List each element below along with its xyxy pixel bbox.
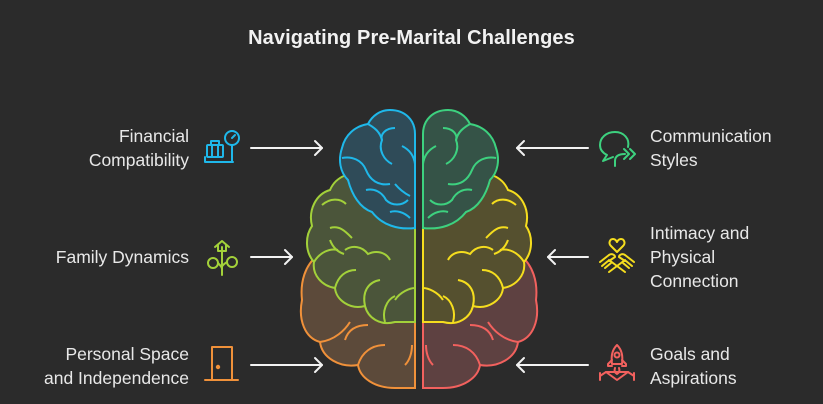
arrow-family bbox=[250, 249, 293, 265]
label-line: Connection bbox=[650, 271, 739, 291]
label-line: Family Dynamics bbox=[55, 247, 189, 267]
arrow-intimacy bbox=[547, 249, 589, 265]
door-icon bbox=[204, 346, 239, 381]
arrow-goals bbox=[516, 357, 589, 373]
label-line: Compatibility bbox=[88, 150, 189, 170]
label-line: Communication bbox=[650, 126, 772, 146]
label-line: Goals and bbox=[650, 344, 730, 364]
label-line: Intimacy and bbox=[650, 223, 750, 243]
label-communication-styles: Communication Styles bbox=[650, 124, 772, 172]
arrow-communication bbox=[516, 140, 589, 156]
diagram-title: Navigating Pre-Marital Challenges bbox=[248, 27, 575, 49]
label-goals-aspirations: Goals and Aspirations bbox=[650, 342, 737, 390]
label-line: Personal Space bbox=[65, 344, 189, 364]
label-line: Financial bbox=[118, 126, 189, 146]
heart-hands-icon bbox=[599, 238, 635, 273]
brain-region-communication bbox=[422, 108, 499, 230]
arrow-personal-space bbox=[250, 357, 323, 373]
arrows bbox=[250, 140, 589, 373]
luggage-scale-icon bbox=[204, 130, 240, 163]
label-personal-space: Personal Space and Independence bbox=[44, 342, 189, 390]
brain-region-financial bbox=[339, 108, 416, 230]
label-line: and Independence bbox=[44, 368, 189, 388]
label-family-dynamics: Family Dynamics bbox=[56, 245, 189, 269]
arrow-financial bbox=[250, 140, 323, 156]
label-intimacy-physical-connection: Intimacy and Physical Connection bbox=[650, 221, 749, 293]
label-line: Aspirations bbox=[650, 368, 737, 388]
family-tree-house-icon bbox=[207, 240, 238, 276]
label-line: Styles bbox=[650, 150, 698, 170]
rocket-launch-icon bbox=[599, 344, 635, 381]
label-line: Physical bbox=[650, 247, 716, 267]
speech-bubble-arrows-icon bbox=[599, 131, 636, 167]
label-financial-compatibility: Financial Compatibility bbox=[89, 124, 189, 172]
